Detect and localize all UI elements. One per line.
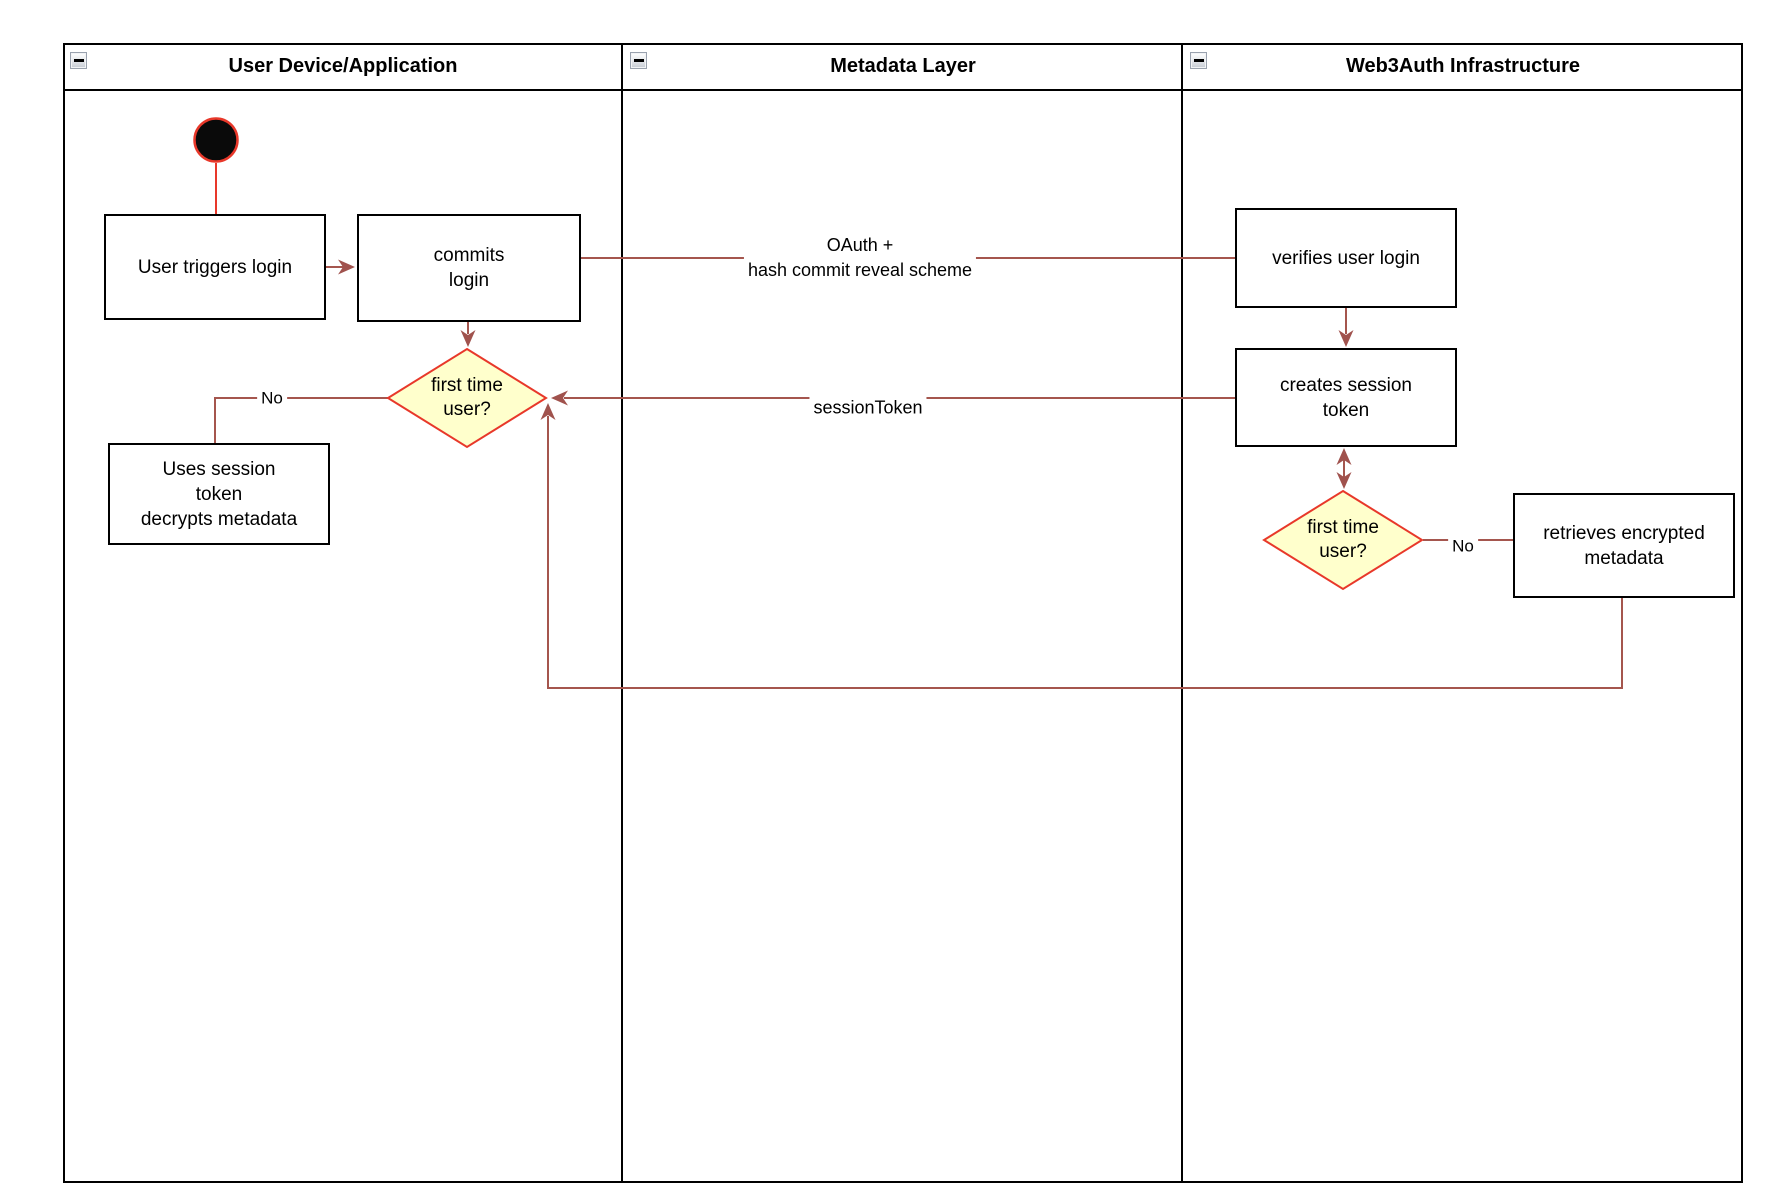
- edge-label-no-infra[interactable]: No: [1448, 533, 1478, 559]
- node-label: User triggers login: [137, 256, 293, 278]
- lane-divider-1: [621, 43, 623, 1183]
- node-commits-login[interactable]: commits login: [357, 214, 581, 322]
- node-label: retrieves encrypted: [1543, 522, 1705, 544]
- arrowhead-down-icon: [460, 330, 476, 347]
- initial-node[interactable]: [193, 117, 239, 163]
- node-label: creates session: [1279, 374, 1412, 396]
- arrowhead-down-icon: [1338, 330, 1354, 347]
- node-retrieves-encrypted-metadata[interactable]: retrieves encrypted metadata: [1513, 493, 1735, 598]
- node-label: token: [1322, 399, 1370, 421]
- edge-label-line: hash commit reveal scheme: [747, 260, 973, 280]
- edge-label-line: No: [1452, 536, 1474, 556]
- decision-label-line: user?: [443, 399, 491, 420]
- edge-no-to-uses-session: [214, 397, 389, 443]
- node-label: commits: [433, 245, 505, 266]
- decision-label-line: first time: [1307, 517, 1379, 538]
- edge-label-line: OAuth +: [826, 235, 894, 255]
- lane-divider-2: [1181, 43, 1183, 1183]
- arrowhead-up-icon: [1336, 448, 1352, 465]
- decision-first-time-user-infra[interactable]: [1262, 489, 1424, 591]
- decision-label-line: first time: [431, 375, 503, 396]
- lane-title: Web3Auth Infrastructure: [1345, 54, 1581, 77]
- decision-label-infra: first time user?: [1307, 516, 1379, 564]
- arrowhead-right-icon: [338, 259, 355, 275]
- minus-icon: [1193, 59, 1204, 62]
- node-label: verifies user login: [1272, 247, 1420, 269]
- node-user-triggers-login[interactable]: User triggers login: [104, 214, 326, 320]
- decision-label-device: first time user?: [431, 374, 503, 422]
- lane-header-metadata-layer[interactable]: Metadata Layer: [623, 43, 1183, 89]
- collapse-lane-button[interactable]: [1190, 52, 1207, 69]
- edge-label-session-token[interactable]: sessionToken: [809, 395, 927, 421]
- node-label: login: [448, 270, 490, 291]
- lane-title: Metadata Layer: [830, 54, 976, 77]
- edge-label-line: No: [261, 388, 283, 408]
- node-label: decrypts metadata: [140, 508, 298, 530]
- collapse-lane-button[interactable]: [630, 52, 647, 69]
- node-uses-session-token[interactable]: Uses session token decrypts metadata: [108, 443, 330, 545]
- decision-label-line: user?: [1319, 541, 1367, 562]
- node-label: metadata: [1584, 547, 1664, 569]
- edge-retrieves-loop-to-first-time: [547, 416, 1623, 689]
- lane-title: User Device/Application: [228, 54, 458, 77]
- minus-icon: [633, 59, 644, 62]
- decision-first-time-user-device[interactable]: [386, 347, 548, 449]
- lane-header-user-device[interactable]: User Device/Application: [63, 43, 623, 89]
- arrowhead-up-icon: [540, 403, 556, 420]
- edge-label-oauth[interactable]: OAuth + hash commit reveal scheme: [743, 233, 977, 283]
- node-label: Uses session: [162, 458, 276, 480]
- edge-label-line: sessionToken: [813, 397, 923, 418]
- minus-icon: [73, 59, 84, 62]
- node-creates-session-token[interactable]: creates session token: [1235, 348, 1457, 447]
- arrowhead-down-icon: [1336, 472, 1352, 489]
- edge-label-no-device[interactable]: No: [257, 385, 287, 411]
- node-verifies-user-login[interactable]: verifies user login: [1235, 208, 1457, 308]
- lane-header-web3auth[interactable]: Web3Auth Infrastructure: [1183, 43, 1743, 89]
- arrowhead-left-icon: [551, 390, 568, 406]
- node-label: token: [195, 483, 243, 505]
- lane-header-divider: [63, 89, 1743, 91]
- collapse-lane-button[interactable]: [70, 52, 87, 69]
